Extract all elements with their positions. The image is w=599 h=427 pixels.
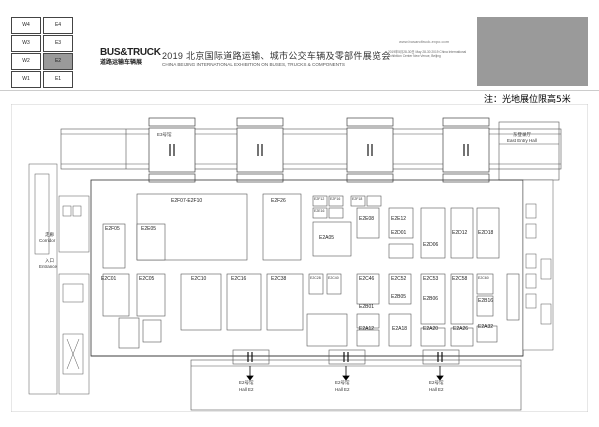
booth-label: E2F05	[105, 226, 120, 232]
booths	[102, 193, 520, 349]
booth-label: E2D01	[391, 230, 407, 236]
booth-label: E2C53	[423, 276, 439, 282]
gate-label-en: Hall E2	[335, 387, 350, 392]
label-east-entry-cn: 东登录厅	[513, 132, 531, 137]
booth-label: E2C01	[101, 276, 117, 282]
left-corridor	[28, 163, 90, 395]
booth-label: E2C10	[191, 276, 207, 282]
gate-label-en: Hall E2	[429, 387, 444, 392]
escalator-icons	[169, 144, 469, 156]
floor-plan-drawing	[11, 104, 588, 412]
exhibition-title-cn: 2019 北京国际道路运输、城市公交车辆及零部件展览会	[162, 51, 391, 61]
booth-label: E2F26	[271, 198, 286, 204]
label-east-entry-en: East Entry Hall	[507, 138, 537, 143]
hall-cell-w2: W2	[11, 53, 41, 70]
gate-label-cn: E2号馆	[429, 380, 444, 385]
booth-label: E2E05	[141, 226, 157, 232]
corridor-pods	[148, 117, 490, 183]
booth-label: E2F16	[330, 197, 341, 201]
booth-label: E2D12	[452, 230, 468, 236]
hall-cell-w3: W3	[11, 35, 41, 52]
booth-label: E2D18	[478, 230, 494, 236]
label-corridor-cn: 走廊	[45, 232, 54, 237]
booth-label: E2D06	[423, 242, 439, 248]
label-e3-hall: E3号馆	[157, 132, 172, 137]
booth-label: E2F07-E2F10	[171, 198, 203, 204]
booth-label: E2F12	[314, 197, 325, 201]
label-entrance-cn: 入口	[45, 258, 54, 263]
lower-corridor	[190, 349, 522, 411]
booth-label: E2C46	[359, 276, 375, 282]
booth-label: E2C16	[231, 276, 247, 282]
booth-label: E2A32	[478, 324, 494, 330]
lower-escalator-icons	[247, 352, 443, 362]
header-divider	[0, 90, 599, 91]
floor-plan: E3号馆 东登录厅 East Entry Hall 走廊 Corridor 入口…	[11, 104, 588, 412]
booth-label: E2B01	[359, 304, 375, 310]
hall-cell-w1: W1	[11, 71, 41, 88]
booth-label: E2A12	[359, 326, 375, 332]
booth-label: E2C05	[139, 276, 155, 282]
booth-label: E2C28	[310, 276, 321, 280]
exhibition-title-en: CHINA BEIJING INTERNATIONAL EXHIBITION O…	[162, 62, 345, 67]
logo-subtext: 道路运输车辆展	[100, 60, 143, 66]
hall-cell-e4: E4	[43, 17, 73, 34]
height-limit-note: 注：光地展位限高5米	[484, 95, 571, 105]
booth-label: E2E08	[359, 216, 375, 222]
booth-label: E2F18	[352, 197, 363, 201]
header-banner: W4 E4 W3 E3 W2 E2 W1 E1 BUS&TRUCK 道路运输车辆…	[0, 0, 599, 92]
label-corridor-en: Corridor	[39, 238, 56, 243]
booth-label: E2A26	[453, 326, 469, 332]
booth-label: E2B06	[423, 296, 439, 302]
hall-cell-e1: E1	[43, 71, 73, 88]
hall-location-grid: W4 E4 W3 E3 W2 E2 W1 E1	[11, 17, 73, 88]
booth-label: E2C40	[328, 276, 339, 280]
gate-label-en: Hall E2	[239, 387, 254, 392]
booth-label: E2E12	[391, 216, 407, 222]
booth-label: E2A20	[423, 326, 439, 332]
hall-cell-e2-highlighted: E2	[43, 53, 73, 70]
website-text: www.busandtruck-expo.com	[399, 39, 450, 44]
hall-cell-e3: E3	[43, 35, 73, 52]
booth-label: E2C58	[452, 276, 468, 282]
date-venue-text: 2019年5月28-30日 May 28-30 2019 China Inter…	[388, 50, 467, 58]
exhibition-logo: BUS&TRUCK 道路运输车辆展	[100, 47, 161, 69]
gate-label-cn: E2号馆	[335, 380, 350, 385]
header-grey-panel	[477, 17, 588, 86]
right-side-rooms	[522, 179, 554, 351]
booth-label: E2C60	[478, 276, 489, 280]
logo-text: BUS&TRUCK	[100, 47, 161, 58]
booth-label: E2E16	[314, 209, 325, 213]
gate-arrows	[246, 366, 444, 381]
booth-label: E2A05	[319, 235, 335, 241]
booth-label: E2B16	[478, 298, 494, 304]
booth-label: E2A18	[392, 326, 408, 332]
booth-label: E2C38	[271, 276, 287, 282]
gate-label-cn: E2号馆	[239, 380, 254, 385]
label-entrance-en: Entrance	[39, 264, 58, 269]
hall-cell-w4: W4	[11, 17, 41, 34]
booth-label: E2B05	[391, 294, 407, 300]
east-entry-hall	[498, 121, 560, 181]
booth-label: E2C52	[391, 276, 407, 282]
